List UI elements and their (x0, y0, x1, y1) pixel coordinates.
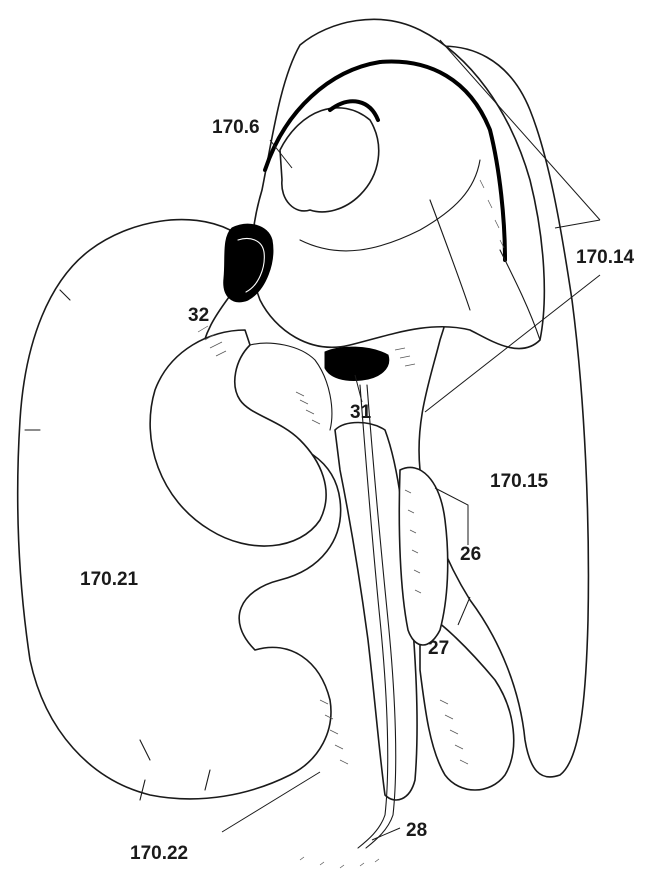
label-170-22: 170.22 (130, 843, 188, 864)
label-170-6: 170.6 (212, 117, 260, 138)
label-170-21: 170.21 (80, 569, 139, 590)
label-170-15: 170.15 (490, 471, 549, 492)
label-170-14: 170.14 (576, 247, 635, 268)
label-32: 32 (188, 305, 209, 326)
label-28: 28 (406, 820, 427, 841)
orifice-31 (325, 347, 389, 380)
label-27: 27 (428, 638, 449, 659)
label-26: 26 (460, 544, 481, 565)
label-31: 31 (350, 402, 372, 423)
